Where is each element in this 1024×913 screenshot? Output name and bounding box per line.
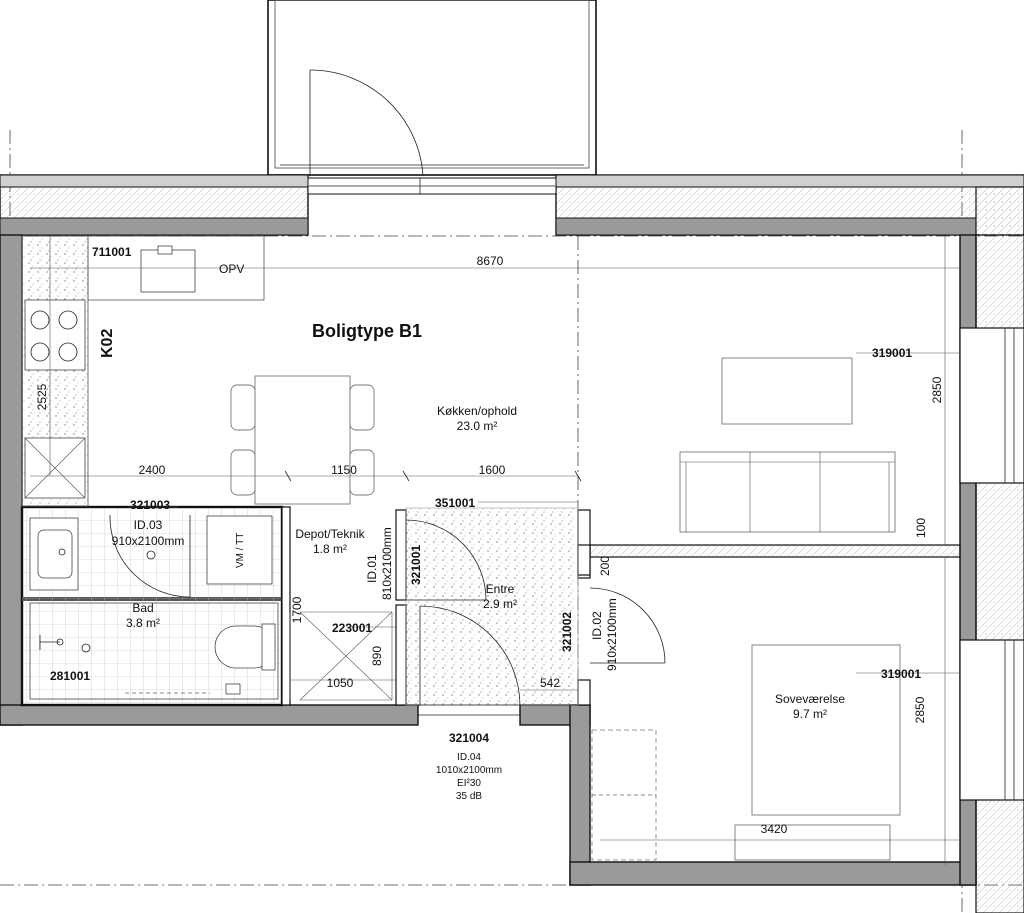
entry bbox=[405, 507, 666, 716]
bath-name: Bad bbox=[132, 601, 153, 615]
bedroom-name: Soveværelse bbox=[775, 692, 845, 706]
dim-2850-top: 2850 bbox=[930, 376, 944, 403]
dim-2400: 2400 bbox=[139, 463, 166, 477]
code-711001: 711001 bbox=[92, 245, 132, 259]
bedroom bbox=[591, 644, 901, 861]
depot-name: Depot/Teknik bbox=[295, 527, 365, 541]
door-03-size: 910x2100mm bbox=[112, 534, 185, 548]
entry-name: Entre bbox=[486, 582, 515, 596]
unit-code: K02 bbox=[99, 329, 116, 358]
bathroom bbox=[24, 509, 280, 703]
kitchen-area: 23.0 m² bbox=[457, 419, 498, 433]
opv-label: OPV bbox=[219, 262, 244, 276]
dim-1700: 1700 bbox=[290, 596, 304, 623]
code-321001: 321001 bbox=[409, 545, 423, 585]
code-321003: 321003 bbox=[130, 498, 170, 512]
door-04-fire: EI²30 bbox=[457, 778, 481, 789]
dining-table bbox=[230, 375, 375, 505]
entry-area: 2.9 m² bbox=[483, 597, 517, 611]
code-321004: 321004 bbox=[449, 731, 489, 745]
bath-area: 3.8 m² bbox=[126, 616, 160, 630]
dim-100: 100 bbox=[914, 518, 928, 538]
code-319001-top: 319001 bbox=[872, 346, 912, 360]
door-04-sound: 35 dB bbox=[456, 791, 482, 802]
code-321002: 321002 bbox=[560, 612, 574, 652]
kitchen-counter bbox=[21, 235, 265, 507]
dimension-lines bbox=[30, 236, 960, 865]
dim-890: 890 bbox=[370, 646, 384, 666]
dim-200: 200 bbox=[598, 556, 612, 576]
door-02-size: 910x2100mm bbox=[605, 598, 619, 671]
vm-tt-label: VM / TT bbox=[235, 533, 246, 568]
dim-1600: 1600 bbox=[479, 463, 506, 477]
code-281001: 281001 bbox=[50, 669, 90, 683]
exterior-wall-right bbox=[959, 186, 1024, 913]
kitchen-name: Køkken/ophold bbox=[437, 404, 517, 418]
bedroom-area: 9.7 m² bbox=[793, 707, 827, 721]
code-223001: 223001 bbox=[332, 621, 372, 635]
code-351001: 351001 bbox=[435, 496, 475, 510]
depot-area: 1.8 m² bbox=[313, 542, 347, 556]
dim-2525: 2525 bbox=[35, 383, 49, 410]
door-01-id: ID.01 bbox=[365, 554, 379, 583]
plan-title: Boligtype B1 bbox=[312, 321, 422, 341]
dim-3420: 3420 bbox=[761, 822, 788, 836]
dim-1150: 1150 bbox=[331, 463, 357, 477]
dim-2850-bottom: 2850 bbox=[913, 696, 927, 723]
exterior-wall-top bbox=[0, 174, 1024, 236]
door-04-id: ID.04 bbox=[457, 752, 481, 763]
door-01-size: 810x2100mm bbox=[380, 527, 394, 600]
dim-8670: 8670 bbox=[477, 254, 504, 268]
balcony bbox=[267, 0, 597, 177]
dim-1050: 1050 bbox=[327, 676, 354, 690]
door-02-id: ID.02 bbox=[590, 611, 604, 640]
code-319001-bottom: 319001 bbox=[881, 667, 921, 681]
sofa bbox=[679, 357, 896, 533]
dim-542: 542 bbox=[540, 676, 560, 690]
door-04-size: 1010x2100mm bbox=[436, 765, 502, 776]
door-03-id: ID.03 bbox=[134, 518, 163, 532]
